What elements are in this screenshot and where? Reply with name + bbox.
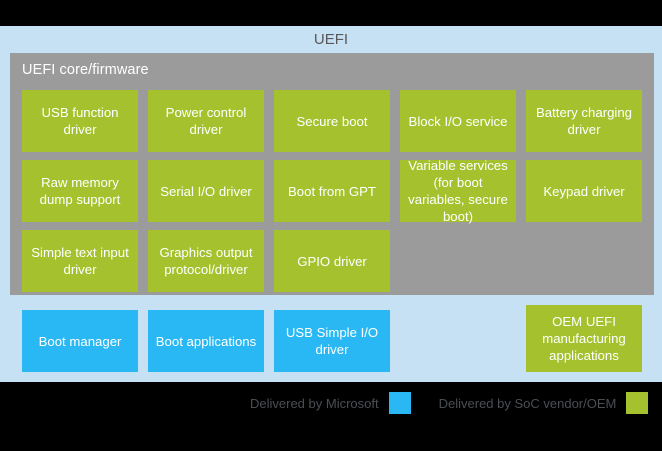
core-box-usb-function-driver[interactable]: USB function driver xyxy=(22,90,138,152)
core-box-battery-charging-driver[interactable]: Battery charging driver xyxy=(526,90,642,152)
core-box-keypad-driver[interactable]: Keypad driver xyxy=(526,160,642,222)
legend: Delivered by Microsoft Delivered by SoC … xyxy=(0,382,662,451)
legend-swatch-microsoft xyxy=(388,392,411,414)
legend-label-soc-oem: Delivered by SoC vendor/OEM xyxy=(438,395,617,411)
bottom-box-boot-manager[interactable]: Boot manager xyxy=(22,310,138,372)
core-box-graphics-output-protocol[interactable]: Graphics output protocol/driver xyxy=(148,230,264,292)
core-box-serial-io-driver[interactable]: Serial I/O driver xyxy=(148,160,264,222)
uefi-title: UEFI xyxy=(313,31,349,48)
core-box-raw-memory-dump-support[interactable]: Raw memory dump support xyxy=(22,160,138,222)
bottom-box-oem-uefi-manufacturing-applications[interactable]: OEM UEFI manufacturing applications xyxy=(526,305,642,372)
core-box-gpio-driver[interactable]: GPIO driver xyxy=(274,230,390,292)
core-box-variable-services[interactable]: Variable services (for boot variables, s… xyxy=(400,158,516,224)
bottom-box-boot-applications[interactable]: Boot applications xyxy=(148,310,264,372)
legend-row: Delivered by Microsoft Delivered by SoC … xyxy=(250,390,649,416)
core-box-secure-boot[interactable]: Secure boot xyxy=(274,90,390,152)
core-box-block-io-service[interactable]: Block I/O service xyxy=(400,90,516,152)
core-box-simple-text-input-driver[interactable]: Simple text input driver xyxy=(22,230,138,292)
legend-swatch-soc-oem xyxy=(626,392,649,414)
legend-label-microsoft: Delivered by Microsoft xyxy=(250,395,379,411)
bottom-box-usb-simple-io-driver[interactable]: USB Simple I/O driver xyxy=(274,310,390,372)
uefi-core-firmware-label: UEFI core/firmware xyxy=(22,62,149,78)
core-box-power-control-driver[interactable]: Power control driver xyxy=(148,90,264,152)
core-box-boot-from-gpt[interactable]: Boot from GPT xyxy=(274,160,390,222)
